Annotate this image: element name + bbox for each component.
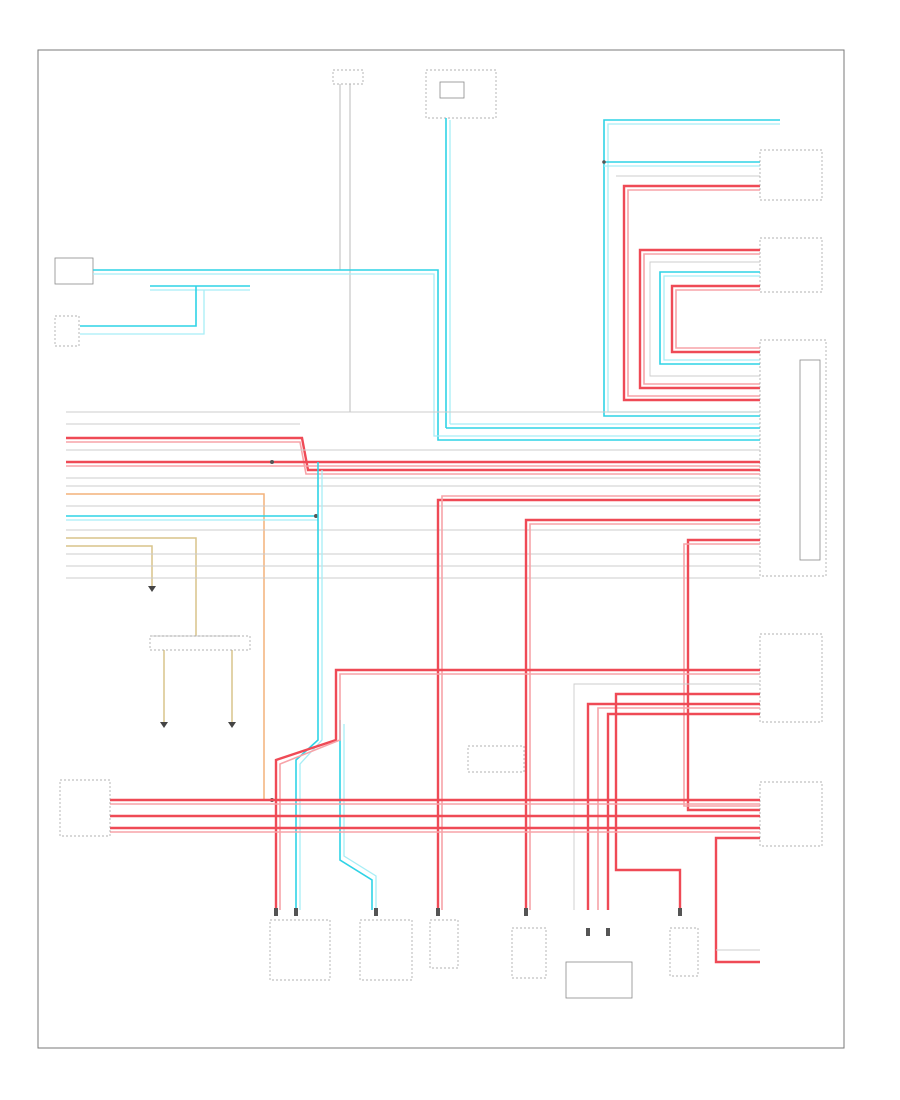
bottom-connector-pins	[274, 908, 682, 936]
ground-symbol	[160, 722, 168, 728]
connector-pin	[274, 908, 278, 916]
center-sensor	[467, 745, 525, 773]
connector-pin	[524, 908, 528, 916]
connector-pin	[586, 928, 590, 936]
lower-left-ground-components	[148, 586, 251, 728]
center-right-verticals	[436, 495, 760, 910]
diagram-frame	[37, 49, 845, 1049]
main-control-unit-connector	[759, 339, 827, 577]
top-right-component	[425, 69, 497, 119]
ground-symbol	[148, 586, 156, 592]
connector-pin	[374, 908, 378, 916]
lower-right-connectors	[110, 633, 823, 964]
bottom-components	[269, 919, 699, 999]
right-top-connectors	[603, 119, 823, 417]
connector-pin	[606, 928, 610, 936]
upper-cyan-harness	[80, 118, 760, 441]
connector-pin	[436, 908, 440, 916]
ground-symbol	[228, 722, 236, 728]
connector-pin	[678, 908, 682, 916]
left-sensor-connector	[59, 779, 111, 837]
left-upper-module	[54, 257, 94, 347]
left-main-harness	[66, 411, 760, 800]
connector-pin	[294, 908, 298, 916]
top-center-component	[66, 69, 364, 413]
